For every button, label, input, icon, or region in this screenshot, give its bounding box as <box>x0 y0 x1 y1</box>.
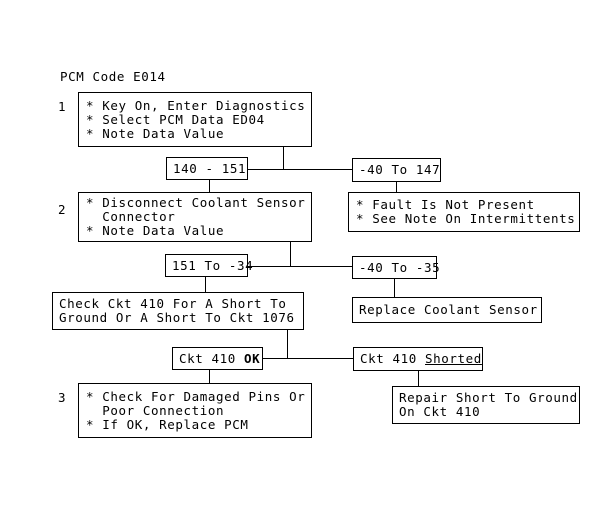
box-line: Poor Connection <box>86 402 225 418</box>
key-on-enter-diagnostics-box[interactable]: * Key On, Enter Diagnostics * Select PCM… <box>78 92 312 147</box>
step-number-2: 2 <box>58 202 66 217</box>
connector-140151-to-m40147 <box>248 169 352 170</box>
box-line: -40 To -35 <box>359 259 441 275</box>
step-number-1: 1 <box>58 99 66 114</box>
box-line: * Disconnect Coolant Sensor <box>86 195 306 210</box>
shorted-emphasis: Shorted <box>425 351 482 366</box>
ok-emphasis: OK <box>244 350 261 366</box>
connector-step2-down <box>290 242 291 266</box>
ckt-410-ok-box[interactable]: Ckt 410 OK <box>172 347 263 370</box>
range-151-to-minus34-box[interactable]: 151 To -34 <box>165 254 254 277</box>
box-line: * Note Data Value <box>86 125 225 141</box>
page-title: PCM Code E014 <box>60 69 166 84</box>
box-line: * Select PCM Data ED04 <box>86 111 265 127</box>
connector-ok-to-shorted <box>263 358 353 359</box>
connector-shorted-down <box>418 371 419 386</box>
connector-151m34-to-m40m35 <box>248 266 352 267</box>
range-minus40-to-minus35-box[interactable]: -40 To -35 <box>352 256 441 279</box>
repair-short-to-ground-box[interactable]: Repair Short To Ground On Ckt 410 <box>392 386 580 424</box>
connector-checkckt-down <box>287 330 288 358</box>
replace-coolant-sensor-box[interactable]: Replace Coolant Sensor <box>352 297 542 323</box>
ckt-410-shorted-box[interactable]: Ckt 410 Shorted <box>353 347 483 371</box>
box-line: On Ckt 410 <box>399 404 481 419</box>
connector-ok-down <box>209 370 210 383</box>
box-line: Check Ckt 410 For A Short To <box>59 296 287 311</box>
box-line: Ground Or A Short To Ckt 1076 <box>59 310 295 325</box>
box-line: * If OK, Replace PCM <box>86 416 249 432</box>
connector-m40m35-down <box>394 279 395 297</box>
ckt-410-ok-prefix: Ckt 410 <box>179 350 245 366</box>
range-140-151-box[interactable]: 140 - 151 <box>166 157 248 180</box>
ckt-410-shorted-label: Ckt 410 Shorted <box>360 351 481 366</box>
box-line: * See Note On Intermittents <box>356 211 576 226</box>
disconnect-coolant-sensor-box[interactable]: * Disconnect Coolant Sensor Connector * … <box>78 192 312 242</box>
box-line: 151 To -34 <box>172 257 254 273</box>
step-number-3: 3 <box>58 390 66 405</box>
box-line: * Key On, Enter Diagnostics <box>86 97 306 113</box>
box-line: -40 To 147 <box>359 162 441 177</box>
ckt-410-shorted-prefix: Ckt 410 <box>360 351 426 366</box>
connector-step1-down <box>283 147 284 169</box>
ckt-410-ok-label: Ckt 410 OK <box>179 350 261 366</box>
box-line: * Fault Is Not Present <box>356 197 535 212</box>
connector-m40147-down <box>396 182 397 192</box>
box-line: Replace Coolant Sensor <box>359 302 538 317</box>
connector-151m34-down <box>205 277 206 292</box>
fault-is-not-present-box[interactable]: * Fault Is Not Present * See Note On Int… <box>348 192 580 232</box>
range-minus40-to-147-box[interactable]: -40 To 147 <box>352 158 441 182</box>
box-line: * Note Data Value <box>86 223 225 238</box>
box-line: * Check For Damaged Pins Or <box>86 388 306 404</box>
check-damaged-pins-box[interactable]: * Check For Damaged Pins Or Poor Connect… <box>78 383 312 438</box>
box-line: Connector <box>86 209 176 224</box>
connector-140151-down <box>209 180 210 192</box>
check-ckt-410-short-box[interactable]: Check Ckt 410 For A Short To Ground Or A… <box>52 292 304 330</box>
box-line: Repair Short To Ground <box>399 390 578 405</box>
box-line: 140 - 151 <box>173 160 247 176</box>
